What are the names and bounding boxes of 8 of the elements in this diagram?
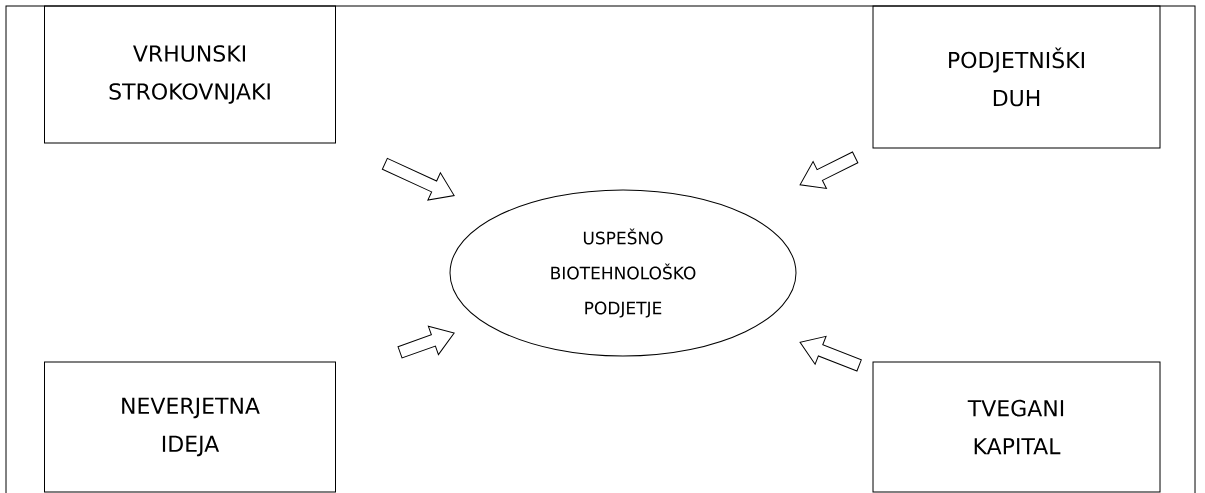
block-arrow — [799, 151, 859, 189]
text-box: PODJETNIŠKI DUH — [872, 5, 1161, 149]
text-box: TVEGANI KAPITAL — [872, 361, 1161, 493]
block-arrow — [799, 335, 862, 372]
block-arrow — [381, 157, 455, 201]
text-box: NEVERJETNA IDEJA — [44, 361, 336, 493]
text-box: VRHUNSKI STROKOVNJAKI — [44, 5, 336, 144]
block-arrow — [397, 325, 455, 359]
